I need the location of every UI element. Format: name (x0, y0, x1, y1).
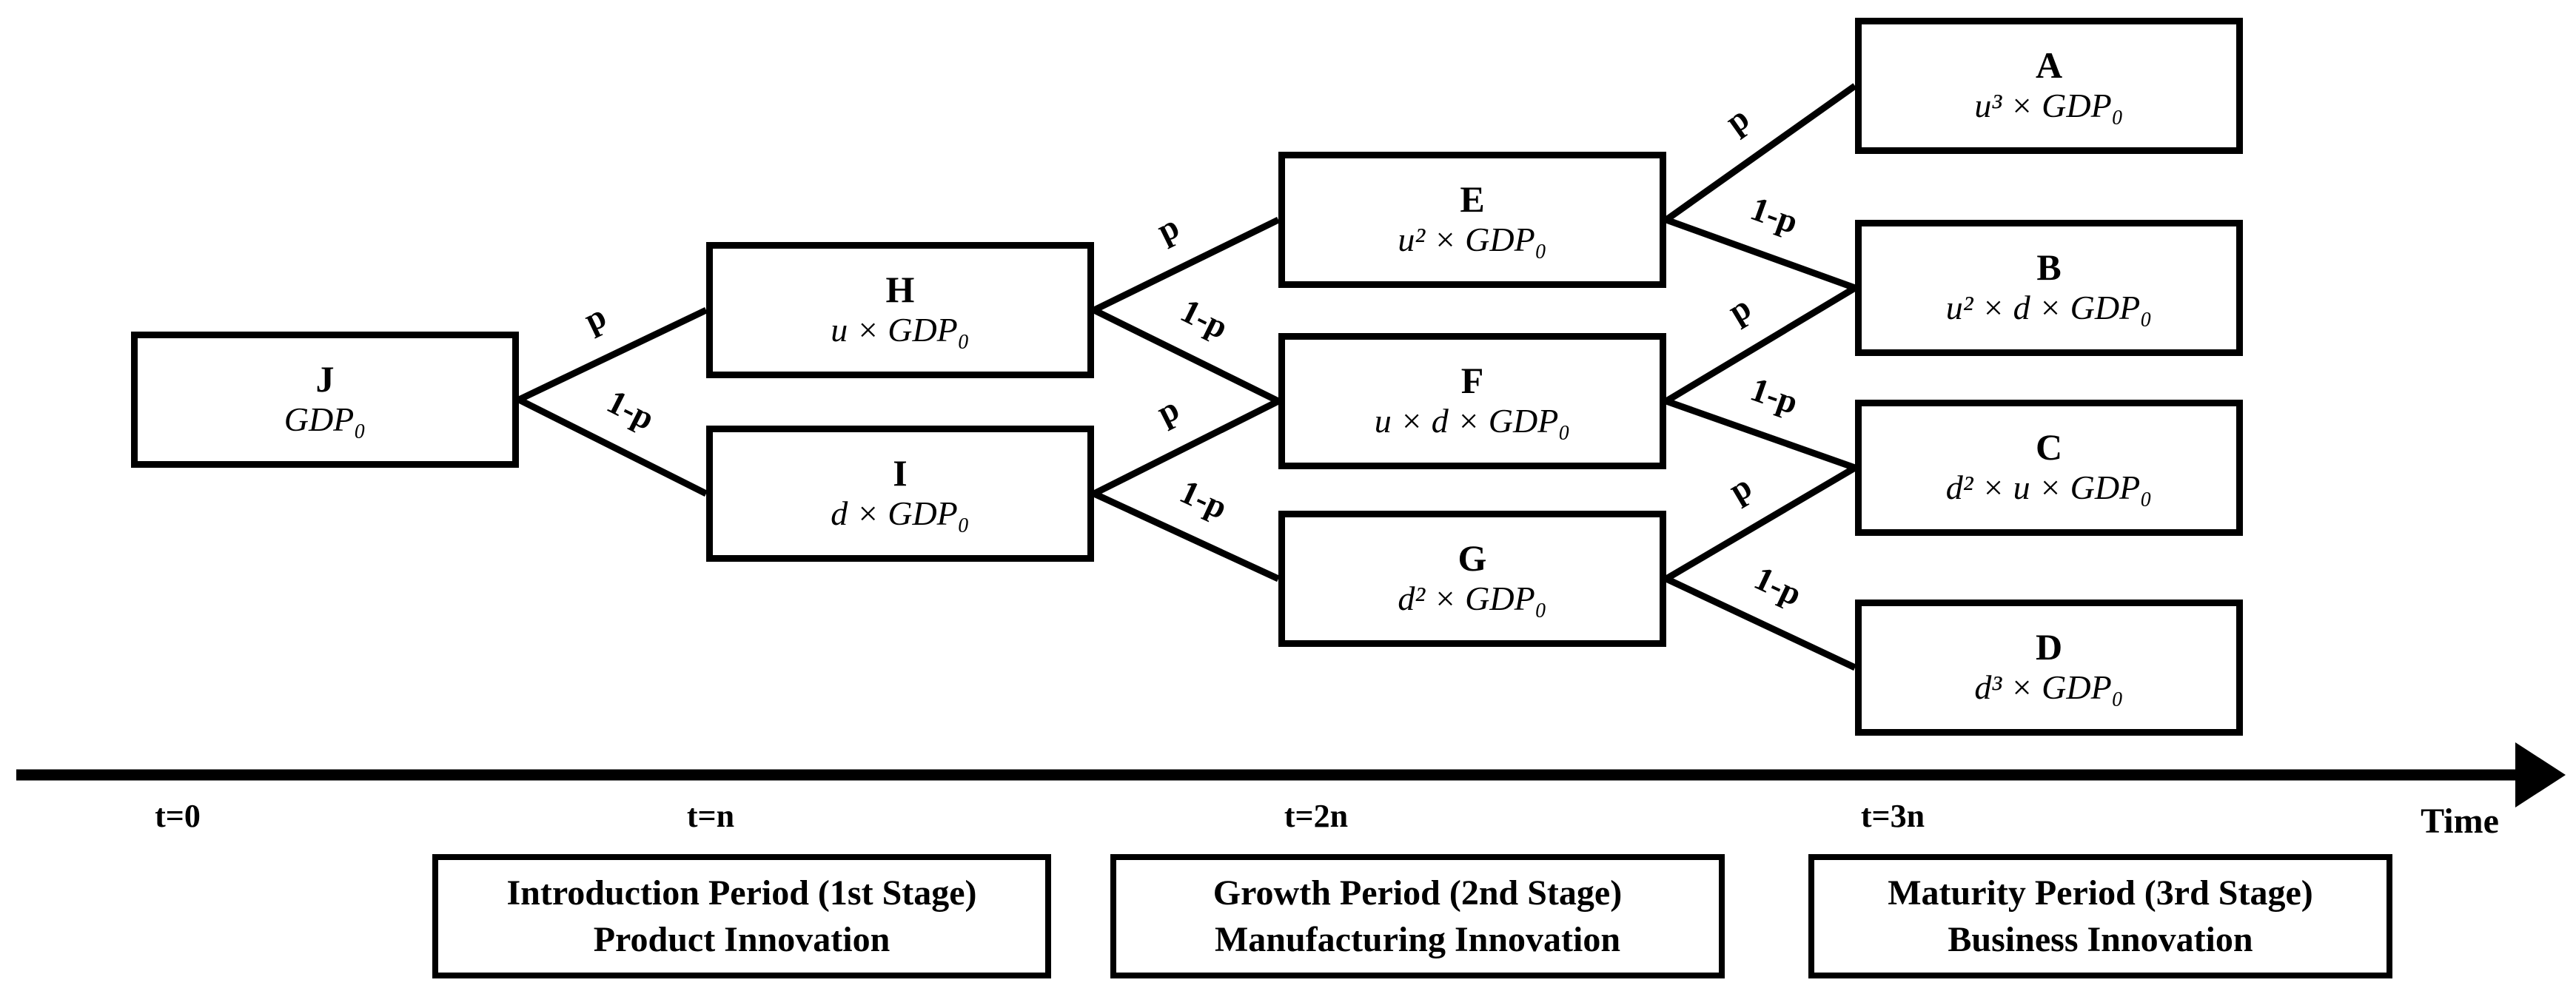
node-formula-D: d³ × GDP₀ (1974, 668, 2124, 706)
node-letter-B: B (2036, 246, 2062, 289)
stage-box-1: Introduction Period (1st Stage) Product I… (432, 854, 1051, 978)
node-formula-C: d² × u × GDP₀ (1945, 468, 2153, 506)
edge-line-F-C (1665, 397, 1856, 471)
edge-line-J-H (517, 306, 708, 403)
stage-box-2: Growth Period (2nd Stage) Manufacturing I… (1110, 854, 1725, 978)
stage-period-label: Growth Period (2nd Stage) (1212, 873, 1623, 913)
stage-innovation-label: Business Innovation (1948, 920, 2253, 959)
node-formula-E: u² × GDP₀ (1398, 220, 1547, 258)
node-letter-F: F (1460, 360, 1484, 402)
time-axis-label: Time (2421, 802, 2499, 841)
node-formula-J: GDP₀ (284, 400, 366, 438)
time-tick-1: t=n (686, 798, 735, 834)
node-formula-F: u × d × GDP₀ (1374, 401, 1571, 440)
node-letter-J: J (315, 358, 335, 400)
node-letter-E: E (1460, 178, 1485, 221)
edge-line-H-E (1093, 216, 1280, 314)
node-letter-A: A (2035, 44, 2063, 87)
node-letter-I: I (893, 452, 908, 494)
time-tick-0: t=0 (155, 798, 201, 834)
stage-period-label: Maturity Period (3rd Stage) (1888, 873, 2313, 913)
edge-line-F-B (1664, 285, 1857, 404)
stage-period-label: Introduction Period (1st Stage) (506, 873, 977, 913)
edge-line-G-D (1665, 575, 1856, 671)
node-formula-B: u² × d × GDP₀ (1945, 288, 2153, 326)
edge-line-I-F (1092, 397, 1281, 497)
node-formula-H: u × GDP₀ (831, 310, 970, 349)
edge-line-I-G (1093, 490, 1280, 582)
node-formula-I: d × GDP₀ (831, 494, 970, 532)
edge-line-G-C (1664, 465, 1857, 582)
edge-line-E-A (1664, 83, 1857, 223)
stage-innovation-label: Product Innovation (593, 920, 890, 959)
node-letter-D: D (2035, 626, 2063, 668)
time-axis-arrowhead (2515, 742, 2566, 807)
edge-line-E-B (1665, 216, 1856, 292)
node-formula-G: d² × GDP₀ (1398, 579, 1547, 617)
node-letter-C: C (2035, 426, 2063, 469)
node-formula-A: u³ × GDP₀ (1974, 86, 2124, 124)
node-letter-H: H (885, 269, 915, 311)
stage-innovation-label: Manufacturing Innovation (1214, 920, 1621, 959)
node-letter-G: G (1458, 537, 1487, 580)
time-tick-2: t=2n (1284, 798, 1349, 834)
time-tick-3: t=3n (1860, 798, 1925, 834)
stage-box-3: Maturity Period (3rd Stage) Business Inno… (1808, 854, 2392, 978)
edge-line-H-F (1093, 306, 1280, 405)
edge-line-J-I (517, 396, 708, 497)
